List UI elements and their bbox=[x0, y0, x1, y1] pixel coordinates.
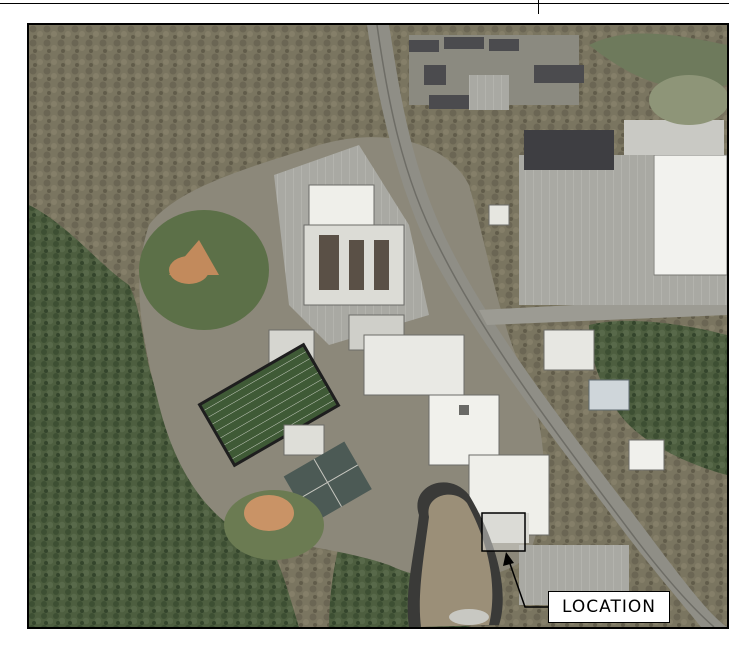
leader-arrow-icon bbox=[503, 552, 548, 608]
location-label: LOCATION bbox=[548, 591, 670, 623]
location-marker-icon bbox=[481, 512, 526, 552]
aerial-map bbox=[27, 23, 729, 629]
aerial-map-image bbox=[29, 25, 727, 627]
header-divider-tick bbox=[538, 0, 539, 14]
header-rule bbox=[0, 3, 729, 4]
